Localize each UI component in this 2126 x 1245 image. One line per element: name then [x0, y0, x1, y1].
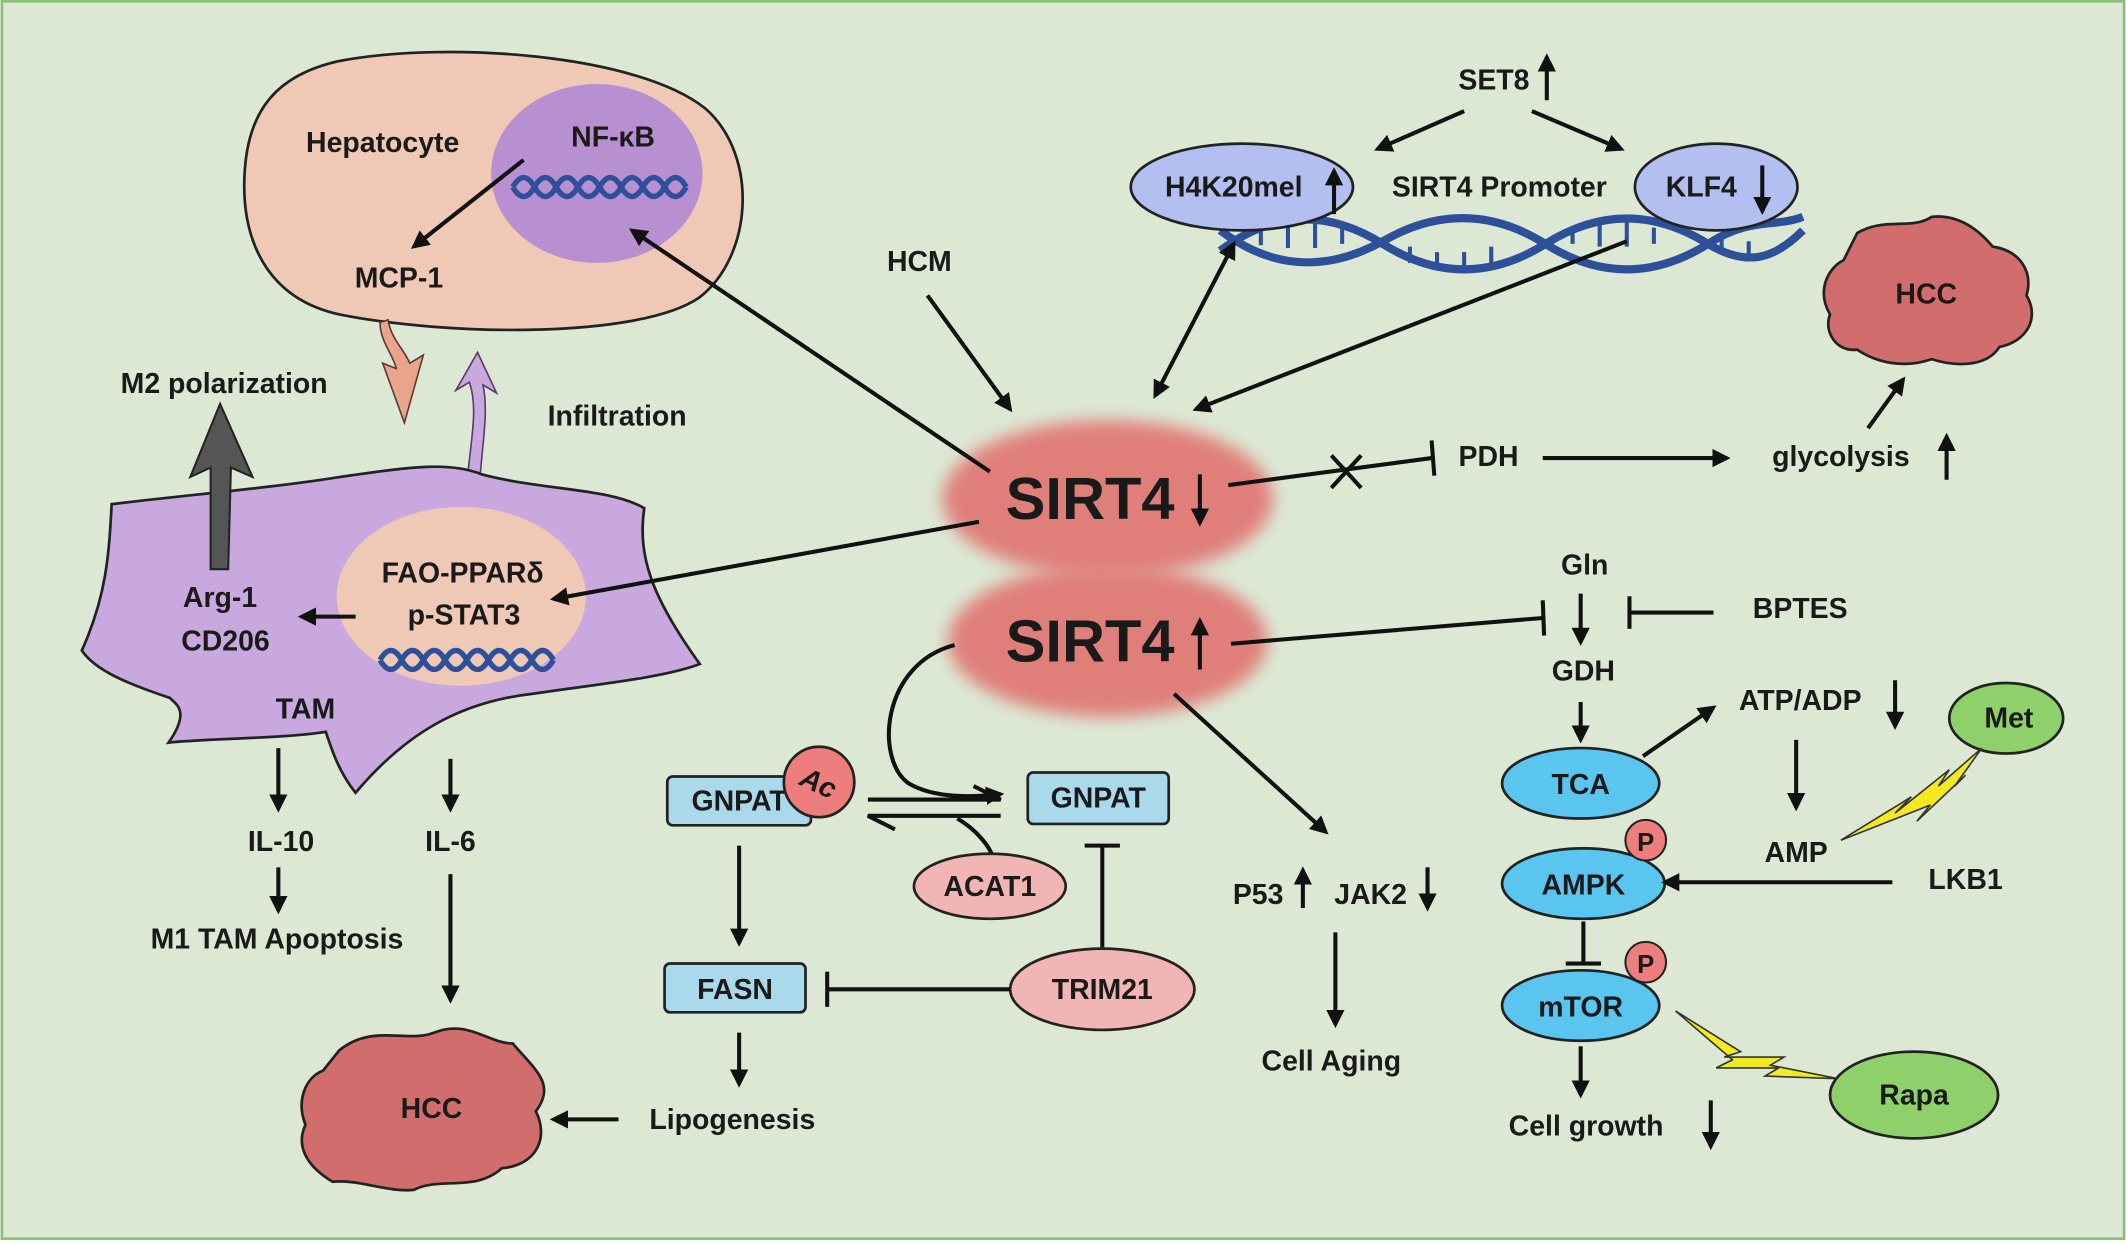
arrow-nfkb-mcp1 — [410, 158, 525, 249]
phospho-badge — [1624, 940, 1668, 984]
label-fasn: FASN — [697, 974, 773, 1006]
arrow-glycolysis-hcc — [1866, 376, 1906, 430]
label-cell-growth: Cell growth — [1509, 1111, 1664, 1143]
arrow-sirt4-loop — [886, 643, 1005, 805]
label-set8: SET8 — [1458, 64, 1529, 96]
label-p53: P53 — [1233, 879, 1284, 911]
label-sirt4-down: SIRT4 — [1006, 465, 1175, 532]
label-trim21: TRIM21 — [1052, 974, 1153, 1006]
tam-cell — [80, 465, 702, 795]
equilibrium-forward — [867, 784, 1002, 802]
mtor-oval — [1500, 968, 1661, 1043]
lightning-icon — [1840, 747, 1983, 841]
h4k20mel-oval — [1129, 142, 1355, 232]
hcc-tumor-bottom — [300, 1027, 546, 1192]
label-atp-adp: ATP/ADP — [1739, 685, 1862, 717]
label-tam: TAM — [276, 693, 336, 725]
label-lipogenesis: Lipogenesis — [649, 1104, 815, 1136]
arrow-sirt4-p53 — [1172, 692, 1329, 835]
equilibrium-reverse — [866, 813, 1001, 832]
hepatocyte-cell — [242, 50, 744, 332]
label-mtor: mTOR — [1538, 991, 1623, 1023]
dna-icon — [377, 647, 556, 673]
fasn-box — [663, 962, 807, 1014]
label-gnpat: GNPAT — [1051, 783, 1147, 815]
label-rapa: Rapa — [1879, 1079, 1949, 1111]
inhibit-sirt4-pdh — [1228, 456, 1432, 488]
arrow-sirt4-fao — [549, 519, 980, 606]
label-cd206: CD206 — [181, 625, 270, 657]
arrow-h4k20-sirt4 — [1153, 240, 1236, 399]
arrow-infiltration — [453, 350, 499, 476]
arrow-set8-klf4 — [1531, 109, 1625, 152]
label-hcm: HCM — [887, 246, 952, 278]
label-sirt4-up: SIRT4 — [1006, 607, 1175, 674]
arrow-klf4-sirt4 — [1192, 239, 1628, 413]
label-cell-aging: Cell Aging — [1262, 1046, 1402, 1078]
label-il6: IL-6 — [425, 826, 476, 858]
label-gln: Gln — [1561, 550, 1608, 582]
sirt4-down-glow — [942, 420, 1274, 578]
label-p-mtor: P — [1637, 951, 1654, 979]
inhibit-bar — [1429, 440, 1437, 476]
sirt4-up-glow — [947, 565, 1268, 717]
label-met: Met — [1984, 703, 2034, 735]
label-acat1: ACAT1 — [943, 871, 1036, 903]
arrow-hcm-sirt4 — [925, 294, 1013, 413]
label-h4k20mel: H4K20mel — [1165, 172, 1303, 204]
acetyl-badge — [782, 745, 856, 819]
label-lkb1: LKB1 — [1928, 864, 2002, 896]
label-amp: AMP — [1765, 837, 1828, 869]
label-bptes: BPTES — [1753, 593, 1848, 625]
arrow-tca-atp — [1641, 705, 1717, 758]
arrow-mcp1-to-tam — [379, 318, 425, 426]
label-sirt4-promoter: SIRT4 Promoter — [1392, 172, 1607, 204]
label-pstat3: p-STAT3 — [408, 600, 521, 632]
label-nfkb: NF-κB — [571, 121, 655, 153]
inhibit-sirt4-gln — [1230, 615, 1543, 646]
label-infiltration: Infiltration — [548, 401, 687, 433]
label-hepatocyte: Hepatocyte — [306, 127, 459, 159]
label-ampk: AMPK — [1542, 869, 1626, 901]
acat1-oval — [912, 852, 1068, 921]
arrow-m2-polarization — [188, 401, 255, 571]
label-klf4: KLF4 — [1666, 172, 1737, 204]
label-m2-polarization: M2 polarization — [121, 368, 328, 400]
inhibit-bar — [1540, 600, 1547, 636]
label-arg1: Arg-1 — [183, 582, 257, 614]
label-pdh: PDH — [1459, 441, 1519, 473]
label-glycolysis: glycolysis — [1772, 441, 1910, 473]
promoter-dna-icon — [1217, 213, 1806, 274]
arrow-sirt4-nfkb — [629, 228, 991, 474]
label-il10: IL-10 — [248, 826, 314, 858]
label-gdh: GDH — [1552, 655, 1615, 687]
label-fao-ppar: FAO-PPARδ — [382, 558, 544, 590]
cross-icon — [1329, 453, 1363, 490]
arrow-set8-h4k20 — [1374, 109, 1465, 152]
phospho-badge — [1624, 818, 1668, 862]
label-m1-apoptosis: M1 TAM Apoptosis — [151, 924, 404, 956]
tca-oval — [1500, 746, 1661, 820]
gnpat-box — [1026, 771, 1171, 826]
tam-nucleus — [336, 506, 586, 686]
met-oval — [1947, 681, 2065, 755]
label-jak2: JAK2 — [1334, 879, 1407, 911]
label-tca: TCA — [1551, 769, 1609, 801]
hepatocyte-nucleus — [491, 84, 703, 263]
dna-icon — [510, 174, 689, 200]
hcc-tumor-top — [1822, 215, 2034, 366]
label-p-ampk: P — [1637, 829, 1654, 857]
label-hcc-bottom: HCC — [401, 1093, 463, 1125]
label-hcc-top: HCC — [1895, 279, 1957, 311]
label-mcp1: MCP-1 — [355, 262, 444, 294]
label-gnpat-ac: GNPAT — [691, 785, 787, 817]
rapa-oval — [1828, 1050, 2000, 1140]
